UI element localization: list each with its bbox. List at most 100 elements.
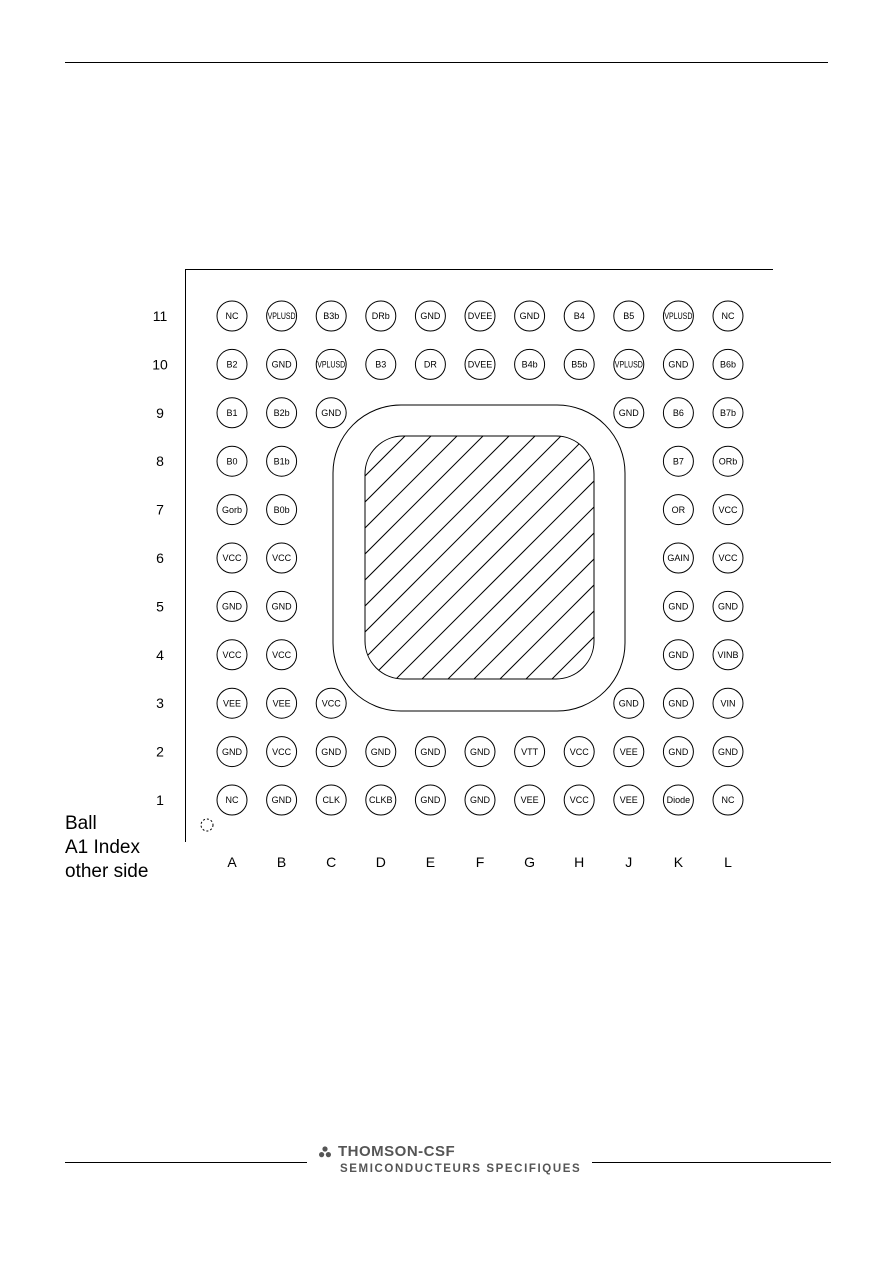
ball-E2: GND xyxy=(414,736,446,768)
ball-G1: VEE xyxy=(514,784,546,816)
ball-circle xyxy=(266,494,298,526)
row-label: 1 xyxy=(156,792,164,808)
ball-label: B4b xyxy=(522,360,538,370)
ball-C11: B3b xyxy=(315,300,347,332)
ball-label: VCC xyxy=(272,650,292,660)
ball-label: B1b xyxy=(274,456,290,466)
ball-H2: VCC xyxy=(563,736,595,768)
ball-circle xyxy=(712,494,744,526)
thomson-logo-icon xyxy=(319,1145,331,1157)
ball-circle xyxy=(216,736,248,768)
ball-circle xyxy=(414,300,446,332)
ball-circle xyxy=(216,494,248,526)
ball-L1: NC xyxy=(712,784,744,816)
ball-label: GND xyxy=(619,408,640,418)
hatch-line xyxy=(365,436,594,679)
ball-circle xyxy=(712,590,744,622)
ball-circle xyxy=(662,300,694,332)
die-hatching xyxy=(365,436,594,679)
row-label: 4 xyxy=(156,647,164,663)
ball-circle xyxy=(712,300,744,332)
ball-K9: B6 xyxy=(662,397,694,429)
row-label: 5 xyxy=(156,598,164,614)
ball-K6: GAIN xyxy=(662,542,694,574)
ball-label: B5 xyxy=(623,311,634,321)
ball-D10: B3 xyxy=(365,348,397,380)
ball-label: B2b xyxy=(274,408,290,418)
ball-label: GND xyxy=(222,602,243,612)
ball-circle xyxy=(514,300,546,332)
ball-circle xyxy=(216,590,248,622)
ball-label: GND xyxy=(668,747,689,757)
column-label: G xyxy=(524,854,535,870)
ball-B11: VPLUSD xyxy=(266,300,298,332)
ball-label: VPLUSD xyxy=(664,311,692,321)
logo-brand: THOMSON-CSF xyxy=(318,1143,588,1160)
ball-circle xyxy=(315,736,347,768)
ball-a1-index-caption: Ball A1 Index other side xyxy=(65,813,149,882)
ball-label: NC xyxy=(226,795,239,805)
ball-label: GND xyxy=(272,360,293,370)
ball-E1: GND xyxy=(414,784,446,816)
row-label: 3 xyxy=(156,695,164,711)
ball-circle xyxy=(712,542,744,574)
ball-circle xyxy=(514,348,546,380)
ball-L9: B7b xyxy=(712,397,744,429)
ball-K2: GND xyxy=(662,736,694,768)
ball-label: GND xyxy=(272,795,293,805)
ball-F1: GND xyxy=(464,784,496,816)
ball-circle xyxy=(216,348,248,380)
ball-circle xyxy=(266,542,298,574)
row-label: 6 xyxy=(156,550,164,566)
ball-A5: GND xyxy=(216,590,248,622)
ball-B7: B0b xyxy=(266,494,298,526)
ball-label: NC xyxy=(226,311,239,321)
ball-circle xyxy=(662,348,694,380)
ball-B2: VCC xyxy=(266,736,298,768)
ball-label: B4 xyxy=(574,311,585,321)
ball-circle xyxy=(315,687,347,719)
row-label: 10 xyxy=(152,356,168,372)
ball-label: NC xyxy=(722,311,735,321)
ball-circle xyxy=(365,348,397,380)
ball-circle xyxy=(662,494,694,526)
ball-L7: VCC xyxy=(712,494,744,526)
ball-circle xyxy=(266,590,298,622)
column-label: C xyxy=(326,854,336,870)
ball-circle xyxy=(266,687,298,719)
ball-C9: GND xyxy=(315,397,347,429)
ball-K4: GND xyxy=(662,639,694,671)
company-logo: THOMSON-CSF SEMICONDUCTEURS SPECIFIQUES xyxy=(318,1143,588,1175)
ball-circle xyxy=(613,397,645,429)
ball-label: GND xyxy=(520,311,541,321)
ball-K5: GND xyxy=(662,590,694,622)
ball-circle xyxy=(613,736,645,768)
ball-K10: GND xyxy=(662,348,694,380)
ball-circle xyxy=(266,784,298,816)
ball-circle xyxy=(662,784,694,816)
ball-circle xyxy=(216,397,248,429)
ball-circle xyxy=(712,639,744,671)
row-label: 9 xyxy=(156,405,164,421)
ball-circle xyxy=(266,445,298,477)
ball-L4: VINB xyxy=(712,639,744,671)
ball-circle xyxy=(563,736,595,768)
ball-label: GND xyxy=(668,360,689,370)
ball-label: B1 xyxy=(226,408,237,418)
ball-circle xyxy=(563,348,595,380)
ball-label: VCC xyxy=(718,553,738,563)
ball-circle xyxy=(315,784,347,816)
ball-H10: B5b xyxy=(563,348,595,380)
ball-circle xyxy=(315,348,347,380)
ball-label: NC xyxy=(722,795,735,805)
column-label: H xyxy=(574,854,584,870)
ball-circle xyxy=(662,687,694,719)
ball-label: GND xyxy=(222,747,243,757)
ball-circle xyxy=(365,784,397,816)
ball-L5: GND xyxy=(712,590,744,622)
footer-right-rule xyxy=(592,1162,831,1163)
ball-L10: B6b xyxy=(712,348,744,380)
